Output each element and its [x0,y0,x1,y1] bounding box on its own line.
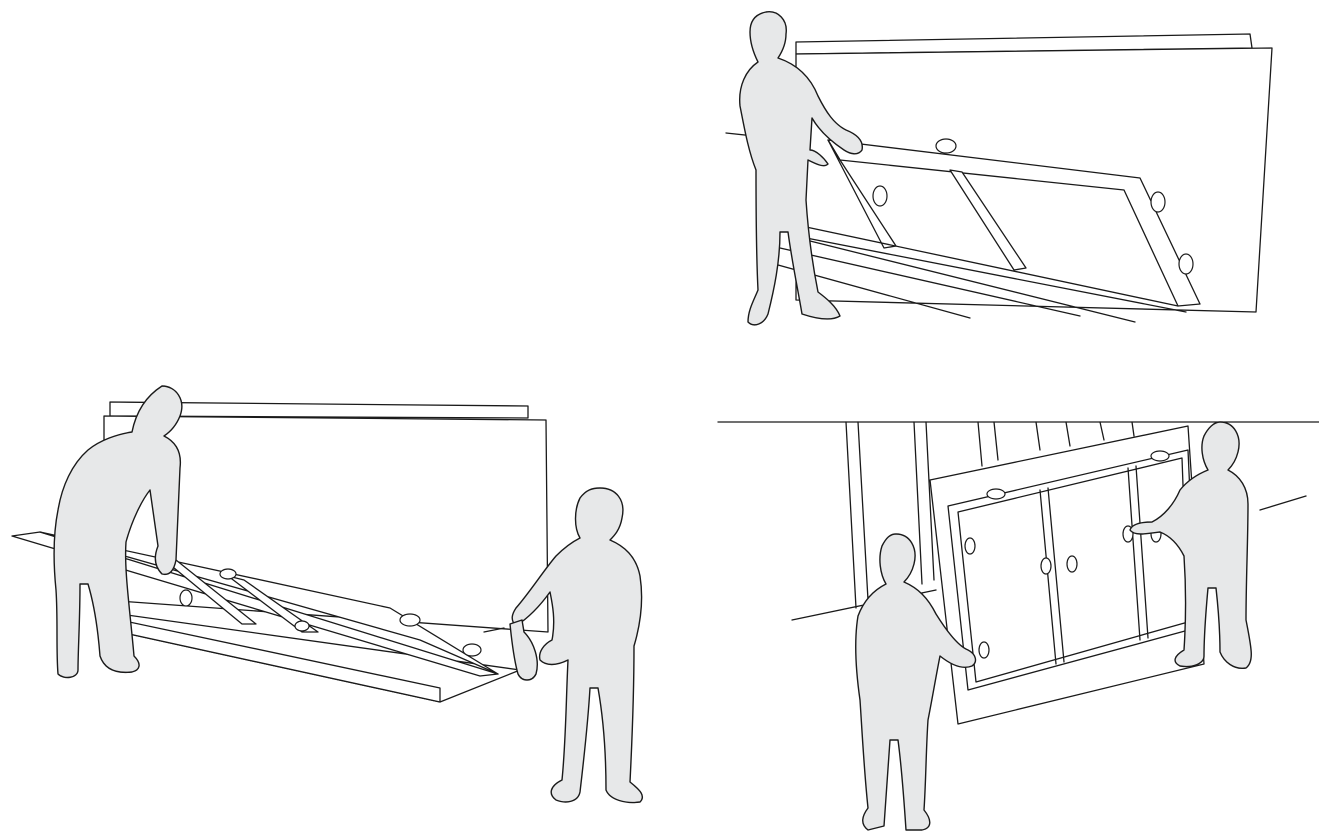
lift-frame-illustration [700,0,1319,340]
step-panel-lift [700,0,1319,340]
suction-cup [936,139,956,153]
step-panel-spray [0,370,700,830]
suction-cup [1179,254,1193,274]
spray-frame-illustration [0,370,700,830]
suction-cup [873,186,887,206]
suction-cup [1151,192,1165,212]
step-panel-mount [700,400,1319,830]
blank-panel [0,0,660,380]
mount-frame-illustration [700,400,1319,830]
wall-line [1260,496,1306,510]
